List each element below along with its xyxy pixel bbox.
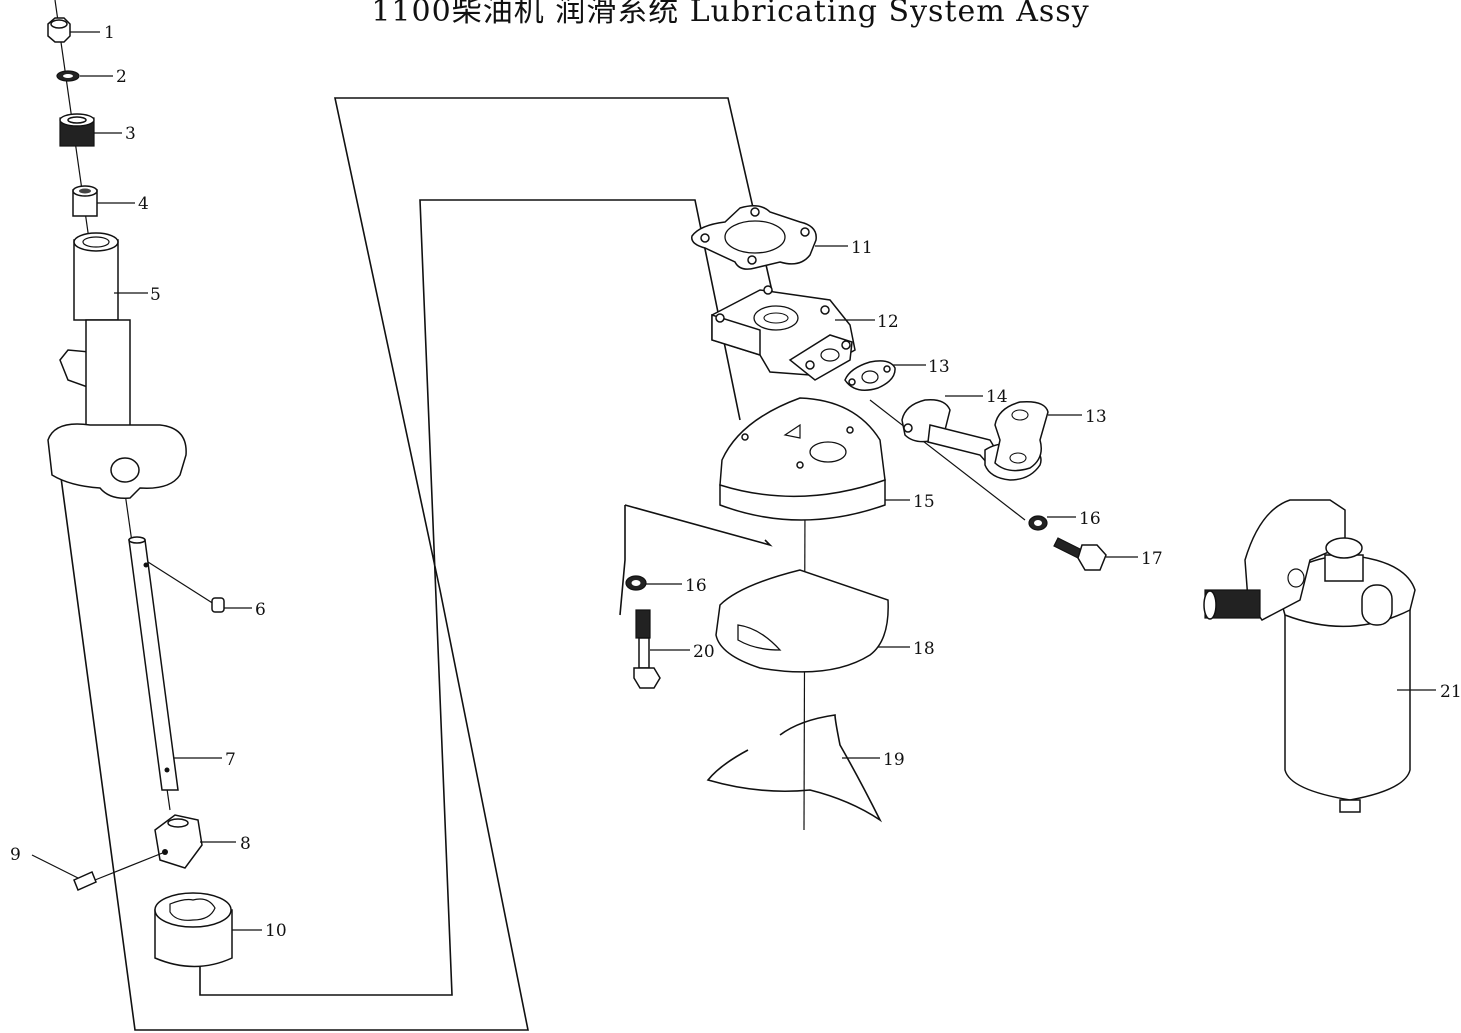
part-8-inner-rotor: 8: [154, 814, 251, 869]
part-13-gasket-upper: 13: [844, 357, 950, 391]
part-5-pump-housing: 5: [47, 232, 187, 500]
callout-8: 8: [240, 834, 251, 854]
callout-10: 10: [265, 921, 287, 941]
callout-16-left: 16: [685, 576, 707, 596]
part-19-spring-wire: 19: [706, 714, 905, 823]
part-12-pump-cover: 12: [711, 285, 899, 381]
part-15-strainer-cover: 15: [719, 397, 935, 521]
callout-16-right: 16: [1079, 509, 1101, 529]
part-6-woodruff-key: 6: [147, 561, 266, 620]
part-7-drive-shaft: 7: [128, 536, 236, 791]
part-16-washer-right: 16: [1028, 509, 1101, 531]
callout-9: 9: [10, 845, 21, 865]
part-17-bolt: 17: [1053, 537, 1163, 571]
callout-14: 14: [986, 387, 1008, 407]
callout-19: 19: [883, 750, 905, 770]
callout-12: 12: [877, 312, 899, 332]
part-11-gasket: 11: [691, 205, 873, 270]
callout-13-lower: 13: [1085, 407, 1107, 427]
callout-15: 15: [913, 492, 935, 512]
part-9-pin: 9: [10, 845, 166, 892]
part-13-gasket-lower: 13: [994, 400, 1107, 472]
diagram-title: 1100柴油机 润滑系统 Lubricating System Assy: [371, 0, 1090, 29]
callout-21: 21: [1440, 682, 1461, 702]
part-4-bushing: 4: [72, 185, 149, 217]
part-18-strainer-plate: 18: [715, 569, 935, 673]
callout-6: 6: [255, 600, 266, 620]
callout-11: 11: [851, 238, 873, 258]
callout-18: 18: [913, 639, 935, 659]
callout-3: 3: [125, 124, 136, 144]
part-21-oil-filter: 21: [1203, 499, 1461, 813]
part-1-hex-nut: 1: [47, 17, 115, 43]
callout-7: 7: [225, 750, 236, 770]
assembly-guide-lines: [54, 0, 1026, 1031]
callout-17: 17: [1141, 549, 1163, 569]
callout-2: 2: [116, 67, 127, 87]
callout-1: 1: [104, 23, 115, 43]
callout-4: 4: [138, 194, 149, 214]
callout-5: 5: [150, 285, 161, 305]
part-3-knurled-nut: 3: [59, 113, 136, 147]
part-2-washer: 2: [56, 67, 127, 87]
part-10-outer-rotor: 10: [154, 892, 287, 968]
callout-13-upper: 13: [928, 357, 950, 377]
part-20-bolt: 20: [633, 609, 715, 689]
callout-20: 20: [693, 642, 715, 662]
part-16-washer-left: 16: [625, 575, 707, 596]
